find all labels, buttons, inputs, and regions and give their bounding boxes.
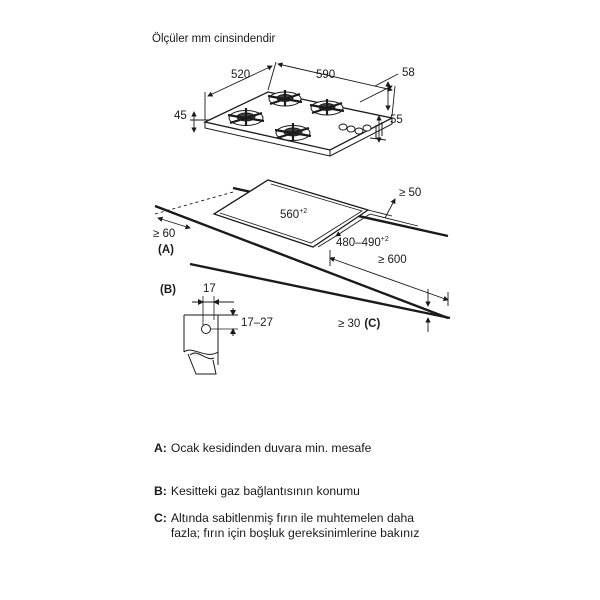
hob [203,90,394,157]
hob-dimensions [190,61,399,143]
gas-connection-detail [183,296,238,375]
hob-front-edge [204,122,331,157]
legend-item-b: B: Kesitteki gaz bağlantısının konumu [154,484,454,499]
hob-side-edge [329,118,393,157]
dim-hob-width: 590 [316,69,335,81]
gas-connection-point [201,324,211,334]
dim-oven-clearance: ≥ 30(C) [338,318,380,330]
marker-b: (B) [160,284,176,296]
legend-text: Kesitteki gaz bağlantısının konumu [170,484,360,498]
dim-detail-width: 17 [203,283,216,295]
legend-item-c: C: Altında sabitlenmiş fırın ile muhteme… [154,511,454,541]
burner-rear-left [267,90,303,107]
drawing-title: Ölçüler mm cinsindendir [152,33,276,45]
legend-key: A: [154,441,167,455]
burner-rear-right [309,99,345,116]
legend-key: C: [154,511,167,525]
burner-front-left [227,108,265,126]
dim-knob-offset: 58 [402,67,415,79]
legend-text: Altında sabitlenmiş fırın ile muhtemelen… [170,511,420,540]
dim-cutout-depth: 480–490+2 [336,236,389,249]
dim-cutout-length: 560+2 [280,208,307,221]
legend: A: Ocak kesidinden duvara min. mesafe [154,441,454,456]
legend-text: Ocak kesidinden duvara min. mesafe [170,441,372,455]
burner-front-right [274,123,312,141]
dim-wall-distance: ≥ 50 [399,187,421,199]
control-knobs [338,122,383,139]
dim-height-front: 45 [174,110,187,122]
legend-key: B: [154,484,167,498]
legend-item-a: A: Ocak kesidinden duvara min. mesafe [154,441,454,456]
cutout-opening [212,179,370,248]
legend: B: Kesitteki gaz bağlantısının konumu [154,484,454,499]
dim-front-distance: ≥ 60 [153,228,175,240]
worktop-side [189,262,451,332]
legend: C: Altında sabitlenmiş fırın ile muhteme… [154,511,454,541]
dim-detail-height: 17–27 [241,317,273,329]
dim-hob-depth: 520 [231,69,250,81]
worktop [154,179,449,320]
dim-cabinet-width: ≥ 600 [378,254,407,266]
marker-a: (A) [158,244,174,256]
dim-height-knobs: 55 [390,114,403,126]
